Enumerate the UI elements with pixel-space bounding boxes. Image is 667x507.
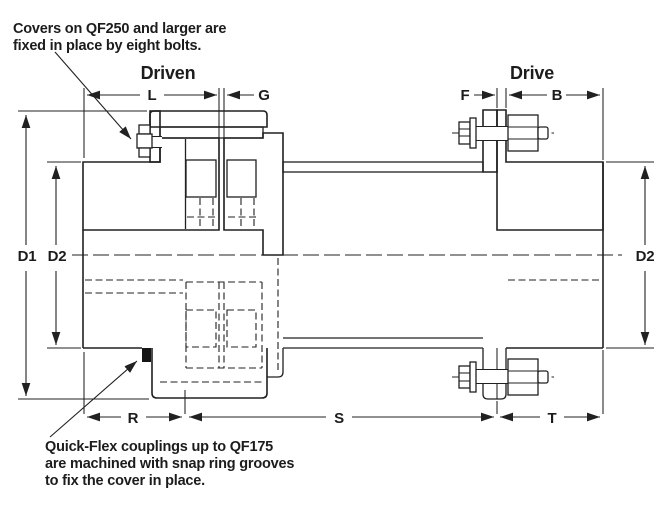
drive-jaw-ring-section [223, 132, 284, 256]
top-note-line2: fixed in place by eight bolts. [13, 38, 201, 54]
top-note-line1: Covers on QF250 and larger are [13, 21, 226, 37]
cover-bolt [136, 124, 162, 158]
leader-lines [49, 51, 138, 438]
bottom-note-line3: to fix the cover in place. [45, 473, 205, 489]
dim-label-F: F [461, 87, 470, 104]
extension-lines [18, 88, 654, 414]
cover-section [149, 110, 268, 163]
snap-ring [142, 348, 151, 362]
bottom-note-line2: are machined with snap ring grooves [45, 456, 294, 472]
bottom-note-line1: Quick-Flex couplings up to QF175 [45, 439, 273, 455]
dimension-lines [21, 90, 650, 422]
dim-label-D2-left: D2 [48, 248, 67, 265]
dim-label-L: L [148, 87, 157, 104]
dim-label-T: T [548, 410, 557, 427]
dim-label-R: R [128, 410, 139, 427]
driven-hub-section [82, 137, 220, 231]
insert-windows [185, 159, 257, 198]
dim-label-S: S [334, 410, 344, 427]
elastomer-insert-section [159, 126, 264, 139]
dim-label-D2-right: D2 [636, 248, 655, 265]
flange-bolt-bottom [452, 358, 556, 396]
drive-side-label: Drive [510, 63, 554, 83]
dim-label-D1: D1 [18, 248, 37, 265]
driven-side-label: Driven [141, 63, 196, 83]
flange-bolt-top [452, 114, 556, 152]
spacer-tube-section [282, 161, 484, 173]
dim-label-G: G [258, 87, 269, 104]
labels: Covers on QF250 and larger are fixed in … [13, 21, 655, 489]
dim-label-B: B [552, 87, 563, 104]
hidden-lines [85, 198, 600, 383]
